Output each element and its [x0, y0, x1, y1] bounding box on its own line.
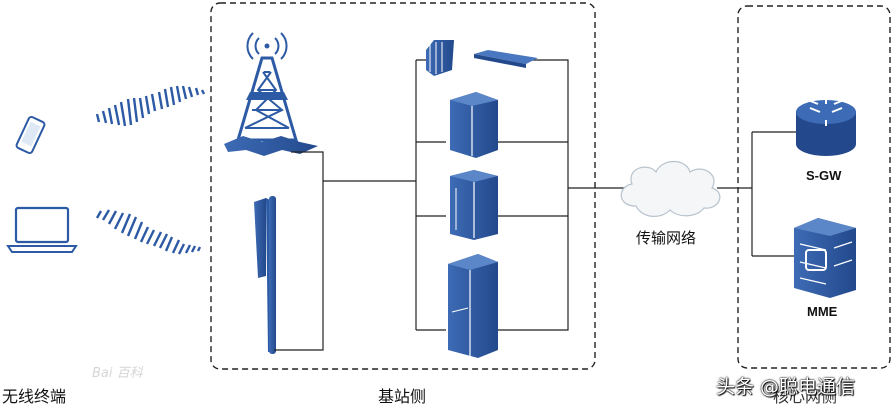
antenna-icon	[254, 196, 276, 354]
cabinet-icon	[450, 92, 498, 158]
core-network-region	[737, 5, 891, 369]
phone-icon	[15, 115, 46, 155]
connection-lines	[274, 59, 798, 351]
bbu-icon	[426, 40, 538, 76]
radio-wave-icon	[95, 85, 206, 127]
cloud-icon	[620, 160, 721, 217]
cabinet-icon	[450, 170, 498, 240]
mme-label: MME	[807, 304, 838, 319]
tower-icon	[224, 32, 318, 156]
sgw-label: S-GW	[806, 168, 842, 183]
cabinet-icon	[448, 254, 498, 358]
watermark: 头条 @聪电通信	[716, 376, 856, 398]
router-icon	[796, 98, 856, 156]
laptop-icon	[6, 206, 78, 253]
core-network-side-label: 核心网侧	[773, 387, 838, 406]
transport-network-label: 传输网络	[636, 229, 697, 247]
base-station-region	[210, 2, 596, 370]
base-station-side-label: 基站侧	[378, 387, 427, 406]
baidu-watermark: Bai 百科	[92, 366, 143, 381]
radio-wave-icon	[95, 209, 202, 255]
wireless-terminal-label: 无线终端	[2, 387, 67, 406]
mme-icon	[794, 218, 856, 298]
